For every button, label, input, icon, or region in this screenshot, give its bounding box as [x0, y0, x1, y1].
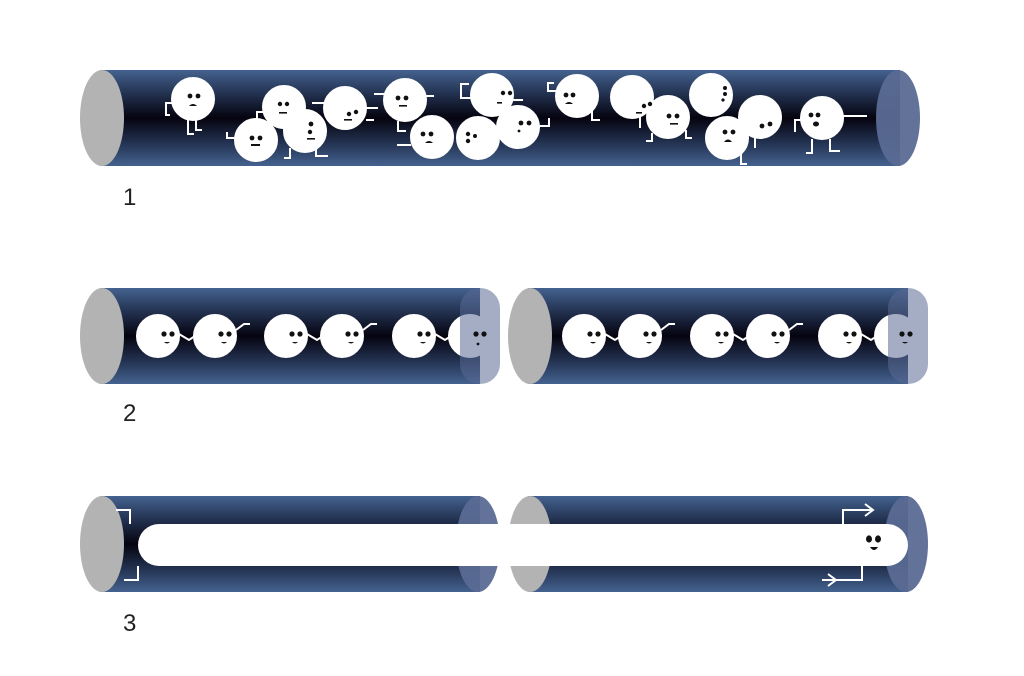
panel-label-2: 2 — [123, 400, 137, 427]
tube-left-cap — [80, 70, 124, 166]
panel-label-1: 1 — [123, 184, 137, 211]
tube-right-cap — [876, 70, 920, 166]
tube-left-cap — [80, 288, 124, 384]
tube-left-cap — [80, 496, 124, 592]
panel-label-3: 3 — [123, 610, 137, 637]
tube-left-cap — [508, 288, 552, 384]
